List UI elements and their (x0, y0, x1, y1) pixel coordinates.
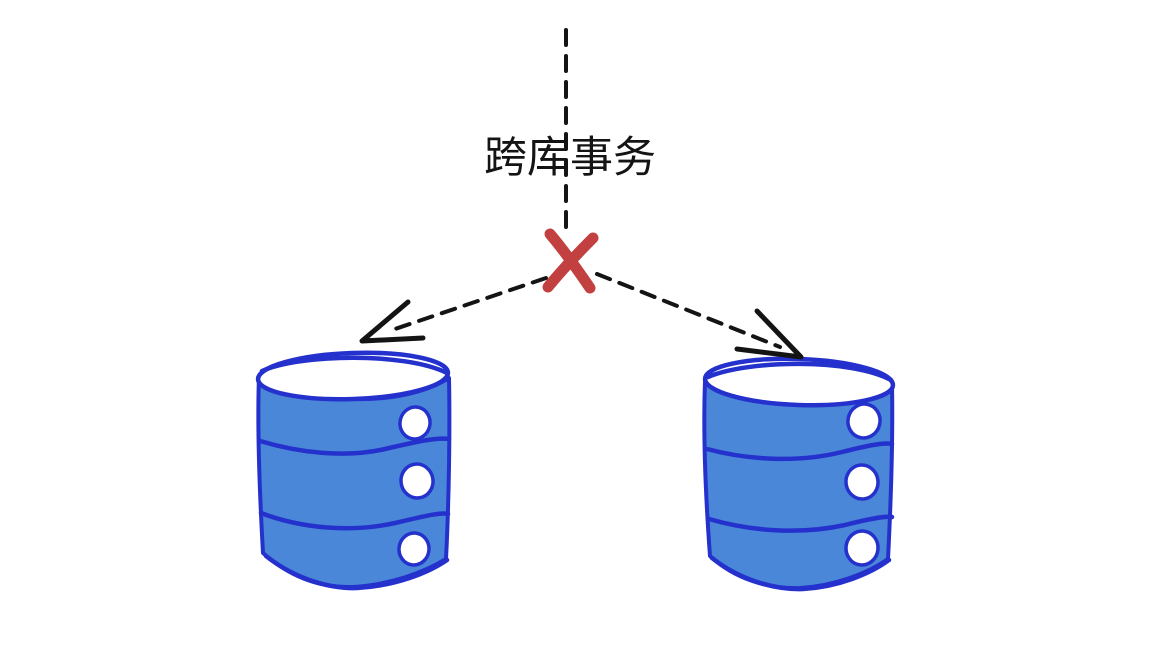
database-right-divider-2 (706, 514, 895, 533)
database-left-hole-1 (398, 405, 432, 441)
arrow-right-dashed-shaft (595, 272, 782, 349)
transaction-label: 跨库事务 (484, 134, 656, 182)
database-left-divider-2 (258, 510, 451, 531)
database-left (255, 350, 452, 591)
database-right-divider-1 (704, 441, 895, 462)
database-right-hole-1 (846, 402, 882, 440)
arrow-left-head (359, 299, 426, 344)
arrow-left-dashed-shaft (390, 276, 548, 332)
database-left-divider-1 (257, 436, 452, 456)
database-left-bottom-sketch (263, 553, 450, 591)
database-right-bottom-sketch (709, 555, 892, 592)
database-left-hole-2 (399, 462, 435, 500)
database-right-hole-2 (844, 463, 880, 501)
database-right-hole-3 (844, 529, 880, 567)
x-mark-stroke-2 (542, 232, 599, 293)
arrow-to-right-database (595, 272, 804, 360)
database-right-top-sketch (705, 361, 894, 383)
database-left-top-sketch (259, 355, 450, 376)
failure-x-mark (542, 228, 599, 294)
database-right (702, 356, 896, 592)
database-left-hole-3 (397, 531, 431, 567)
arrow-to-left-database (359, 276, 548, 344)
arrow-right-head (734, 308, 804, 360)
